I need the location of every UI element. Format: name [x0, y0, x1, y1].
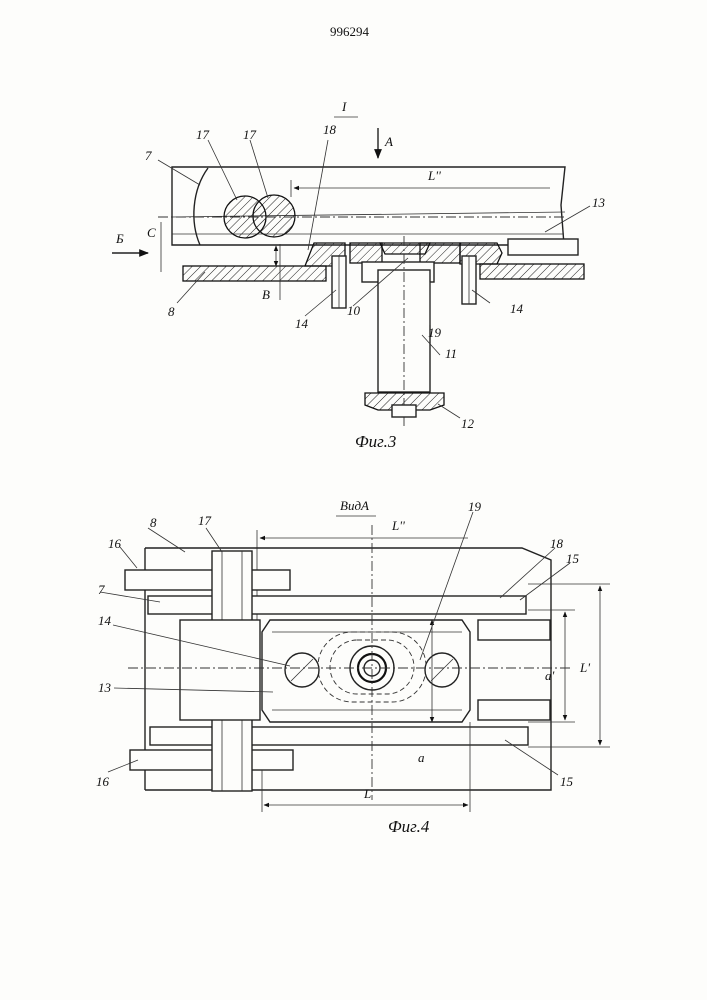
side-arrow-b-label: Б	[115, 231, 124, 246]
label-7: 7	[145, 148, 152, 163]
label-8-fig4: 8	[150, 515, 157, 530]
label-19-fig4: 19	[468, 499, 482, 514]
label-18: 18	[323, 122, 337, 137]
dim-l2-label-fig4: L''	[391, 518, 405, 533]
part-8-base-right	[480, 264, 584, 279]
label-7-fig4: 7	[98, 582, 105, 597]
label-16-bottom: 16	[96, 774, 110, 789]
label-15-bottom: 15	[560, 774, 574, 789]
label-15-top: 15	[566, 551, 580, 566]
part-13-block	[180, 620, 260, 720]
dim-l1-label: L'	[579, 660, 590, 675]
part-16-bar-top	[125, 570, 290, 590]
dim-l2-label: L''	[427, 168, 441, 183]
view-arrow-a-label: А	[384, 134, 393, 149]
dim-a1-label: а'	[545, 668, 555, 683]
label-8: 8	[168, 304, 175, 319]
part-15-guide-bottom	[150, 727, 528, 745]
label-14b: 14	[510, 301, 524, 316]
patent-number: 996294	[330, 24, 370, 39]
dim-a-label: а	[418, 750, 425, 765]
figure-3: I А L''	[112, 99, 606, 451]
label-13-fig4: 13	[98, 680, 112, 695]
figure-3-caption: Фиг.3	[355, 432, 396, 451]
dim-c-label: С	[147, 225, 156, 240]
label-12: 12	[461, 416, 475, 431]
part-7-guide-top	[148, 596, 526, 614]
label-17b: 17	[243, 127, 257, 142]
dim-b-label: В	[262, 287, 270, 302]
part-17-ball-right	[253, 195, 295, 237]
view-a-title: ВидА	[340, 498, 369, 513]
label-17-fig4: 17	[198, 513, 212, 528]
figure-4: ВидА L''	[96, 498, 610, 836]
label-16-top: 16	[108, 536, 122, 551]
label-13: 13	[592, 195, 606, 210]
part-8-base-left	[183, 266, 326, 281]
label-10: 10	[347, 303, 361, 318]
label-18-fig4: 18	[550, 536, 564, 551]
label-14a: 14	[295, 316, 309, 331]
label-14-fig4: 14	[98, 613, 112, 628]
dim-l-label: L	[363, 786, 371, 801]
label-19: 19	[428, 325, 442, 340]
label-17a: 17	[196, 127, 210, 142]
section-mark: I	[341, 99, 347, 114]
label-11: 11	[445, 346, 457, 361]
figure-4-caption: Фиг.4	[388, 817, 430, 836]
